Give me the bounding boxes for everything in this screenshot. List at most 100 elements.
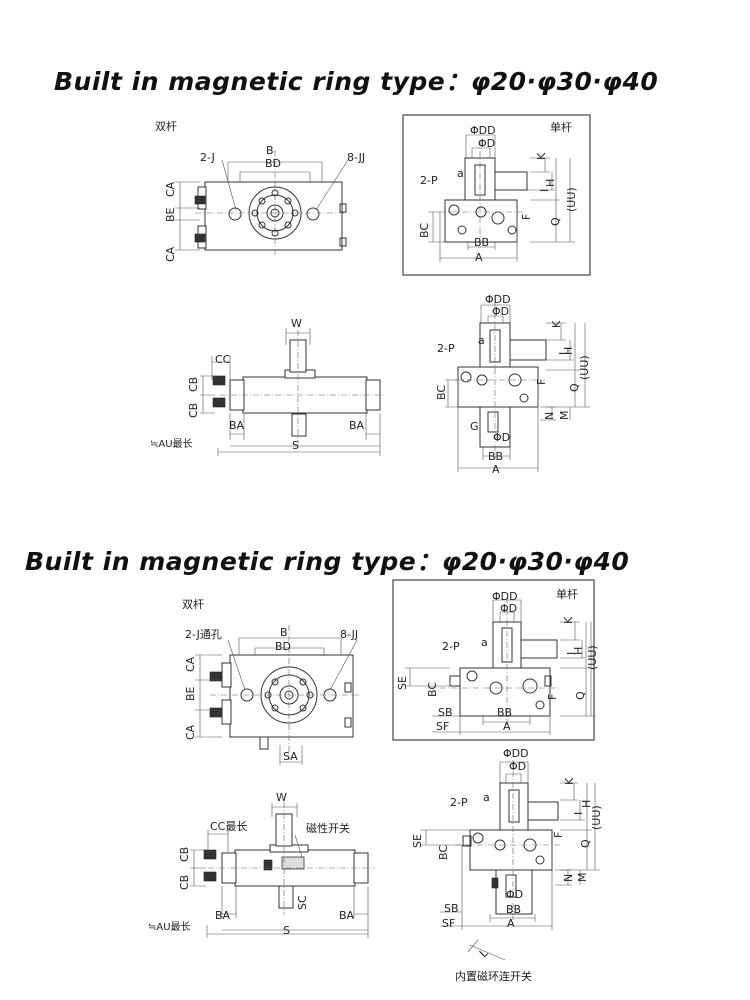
svg-text:Q: Q (579, 839, 592, 848)
svg-text:BD: BD (265, 157, 281, 170)
svg-text:F: F (535, 379, 548, 385)
svg-text:W: W (291, 317, 302, 330)
svg-text:ΦD: ΦD (492, 305, 509, 318)
single-rod-frame-bottom (392, 579, 595, 741)
svg-text:K: K (550, 320, 563, 328)
svg-text:2-P: 2-P (437, 342, 455, 355)
svg-text:A: A (475, 251, 483, 264)
svg-text:8-JJ: 8-JJ (340, 628, 358, 641)
svg-text:CB: CB (187, 377, 200, 392)
svg-text:ΦDD: ΦDD (470, 124, 496, 137)
svg-text:2-J通孔: 2-J通孔 (185, 628, 222, 641)
svg-text:A: A (507, 917, 515, 930)
svg-text:SF: SF (436, 720, 449, 733)
page-title-bottom: Built in magnetic ring type：φ20·φ30·φ40 (25, 547, 630, 576)
double-rod-label-top: 双杆 (155, 119, 177, 133)
single-view-top: ΦDD ΦD K a 2-P I H (UU) F Q BC BB A (418, 124, 578, 264)
svg-text:Q: Q (549, 217, 562, 226)
svg-text:CC: CC (215, 353, 231, 366)
front-view-bottom: B BD 2-J通孔 8-JJ CA BE CA SA (184, 625, 360, 765)
svg-text:F: F (546, 694, 559, 700)
svg-text:SF: SF (442, 917, 455, 930)
svg-text:A: A (503, 720, 511, 733)
svg-text:SE: SE (396, 676, 409, 690)
svg-text:ΦDD: ΦDD (485, 293, 511, 306)
svg-text:B: B (266, 144, 274, 157)
svg-text:SA: SA (283, 750, 298, 763)
svg-text:W: W (276, 791, 287, 804)
svg-text:CB: CB (178, 847, 191, 862)
single-rod-frame-top (402, 114, 591, 276)
svg-text:BC: BC (418, 223, 431, 238)
svg-text:(UU): (UU) (590, 805, 603, 830)
svg-text:BE: BE (184, 686, 197, 701)
side-view-bottom: W CC最长 磁性开关 CB CB BA BA SC S ≒AU最长 (148, 791, 375, 938)
footnote: 内置磁环连开关 (455, 969, 532, 983)
svg-text:≒AU最长: ≒AU最长 (150, 438, 193, 450)
svg-text:a: a (457, 167, 464, 180)
svg-text:G: G (470, 420, 479, 433)
svg-text:M: M (576, 873, 589, 883)
svg-text:I: I (565, 652, 578, 655)
svg-text:SB: SB (444, 902, 459, 915)
svg-text:CC最长: CC最长 (210, 820, 247, 833)
svg-text:I: I (538, 189, 551, 192)
svg-text:B: B (280, 626, 288, 639)
svg-text:a: a (483, 791, 490, 804)
svg-text:BB: BB (506, 903, 521, 916)
svg-text:a: a (481, 636, 488, 649)
svg-text:Q: Q (568, 383, 581, 392)
svg-text:F: F (552, 832, 565, 838)
double-rod-label-bottom: 双杆 (182, 597, 204, 611)
svg-text:CA: CA (164, 181, 177, 197)
svg-text:(UU): (UU) (586, 645, 599, 670)
svg-text:CB: CB (187, 403, 200, 418)
svg-text:2-P: 2-P (450, 796, 468, 809)
svg-text:8-JJ: 8-JJ (347, 151, 365, 164)
svg-text:BA: BA (229, 419, 245, 432)
svg-text:S: S (283, 924, 290, 937)
svg-text:2-J: 2-J (200, 151, 215, 164)
svg-text:Q: Q (574, 691, 587, 700)
svg-text:ΦD: ΦD (500, 602, 517, 615)
svg-text:N: N (562, 874, 575, 882)
svg-text:CA: CA (184, 656, 197, 672)
svg-text:(UU): (UU) (565, 187, 578, 212)
svg-text:ΦDD: ΦDD (503, 747, 529, 760)
svg-text:BB: BB (497, 706, 512, 719)
svg-text:A: A (492, 463, 500, 476)
svg-text:BE: BE (164, 207, 177, 222)
svg-text:K: K (535, 152, 548, 160)
svg-text:F: F (520, 214, 533, 220)
svg-text:K: K (563, 777, 576, 785)
svg-text:a: a (478, 334, 485, 347)
svg-text:BC: BC (435, 385, 448, 400)
svg-text:ΦD: ΦD (509, 760, 526, 773)
svg-text:(UU): (UU) (578, 355, 591, 380)
svg-text:I: I (572, 812, 585, 815)
svg-text:SB: SB (438, 706, 453, 719)
svg-text:2-P: 2-P (420, 174, 438, 187)
svg-text:S: S (292, 439, 299, 452)
svg-text:BA: BA (349, 419, 365, 432)
svg-text:BC: BC (426, 682, 439, 697)
svg-text:H: H (580, 800, 593, 808)
page-title-top: Built in magnetic ring type：φ20·φ30·φ40 (54, 67, 659, 96)
svg-text:ΦD: ΦD (506, 888, 523, 901)
svg-text:2-P: 2-P (442, 640, 460, 653)
svg-text:SE: SE (411, 834, 424, 848)
svg-text:ΦDD: ΦDD (492, 590, 518, 603)
single-rod-label-bottom: 单杆 (556, 587, 578, 601)
svg-text:H: H (562, 347, 575, 355)
svg-text:H: H (544, 179, 557, 187)
svg-text:SC: SC (296, 895, 309, 910)
svg-text:CB: CB (178, 875, 191, 890)
side-view-top: W CC CB CB BA BA S ≒AU最长 (150, 317, 385, 456)
svg-text:BC: BC (437, 845, 450, 860)
svg-text:BD: BD (275, 640, 291, 653)
svg-text:CA: CA (164, 246, 177, 262)
single-rod-label-top: 单杆 (550, 120, 572, 134)
front-view-top: B BD 2-J 8-JJ CA BE CA (164, 144, 365, 262)
svg-text:I: I (557, 352, 570, 355)
